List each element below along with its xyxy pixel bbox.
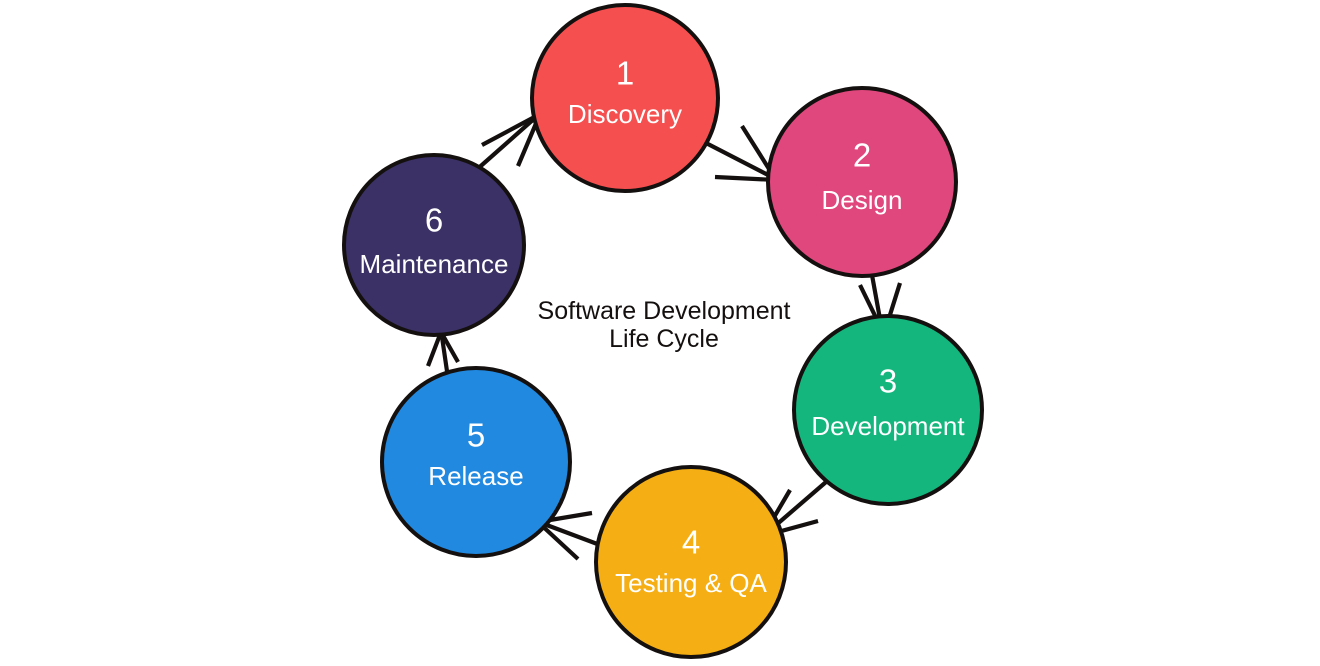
node-maintenance[interactable]: 6 Maintenance	[342, 153, 526, 337]
node-design-circle[interactable]	[766, 86, 958, 278]
center-title-line-2: Life Cycle	[609, 325, 719, 353]
node-testing-qa-label: Testing & QA	[615, 568, 767, 598]
node-discovery-number: 1	[616, 55, 634, 92]
node-maintenance-circle[interactable]	[342, 153, 526, 337]
node-testing-qa[interactable]: 4 Testing & QA	[594, 465, 788, 659]
node-development-label: Development	[811, 411, 965, 441]
center-title-line-1: Software Development	[538, 297, 791, 325]
node-discovery-circle[interactable]	[530, 3, 720, 193]
node-design[interactable]: 2 Design	[766, 86, 958, 278]
node-design-label: Design	[822, 185, 903, 215]
node-maintenance-number: 6	[425, 202, 443, 239]
node-testing-qa-number: 4	[682, 524, 700, 561]
edge-discovery-to-design	[705, 124, 780, 183]
node-release-label: Release	[428, 461, 523, 491]
node-development-circle[interactable]	[792, 314, 984, 506]
edge-maintenance-to-discovery	[472, 109, 545, 174]
node-design-number: 2	[853, 137, 871, 174]
node-release-number: 5	[467, 417, 485, 454]
node-discovery-label: Discovery	[568, 99, 682, 129]
node-discovery[interactable]: 1 Discovery	[530, 3, 720, 193]
node-testing-qa-circle[interactable]	[594, 465, 788, 659]
diagram-center-title: Software Development Life Cycle	[538, 297, 791, 353]
node-development-number: 3	[879, 363, 897, 400]
node-maintenance-label: Maintenance	[360, 249, 509, 279]
node-release-circle[interactable]	[380, 366, 572, 558]
node-release[interactable]: 5 Release	[380, 366, 572, 558]
node-development[interactable]: 3 Development	[792, 314, 984, 506]
